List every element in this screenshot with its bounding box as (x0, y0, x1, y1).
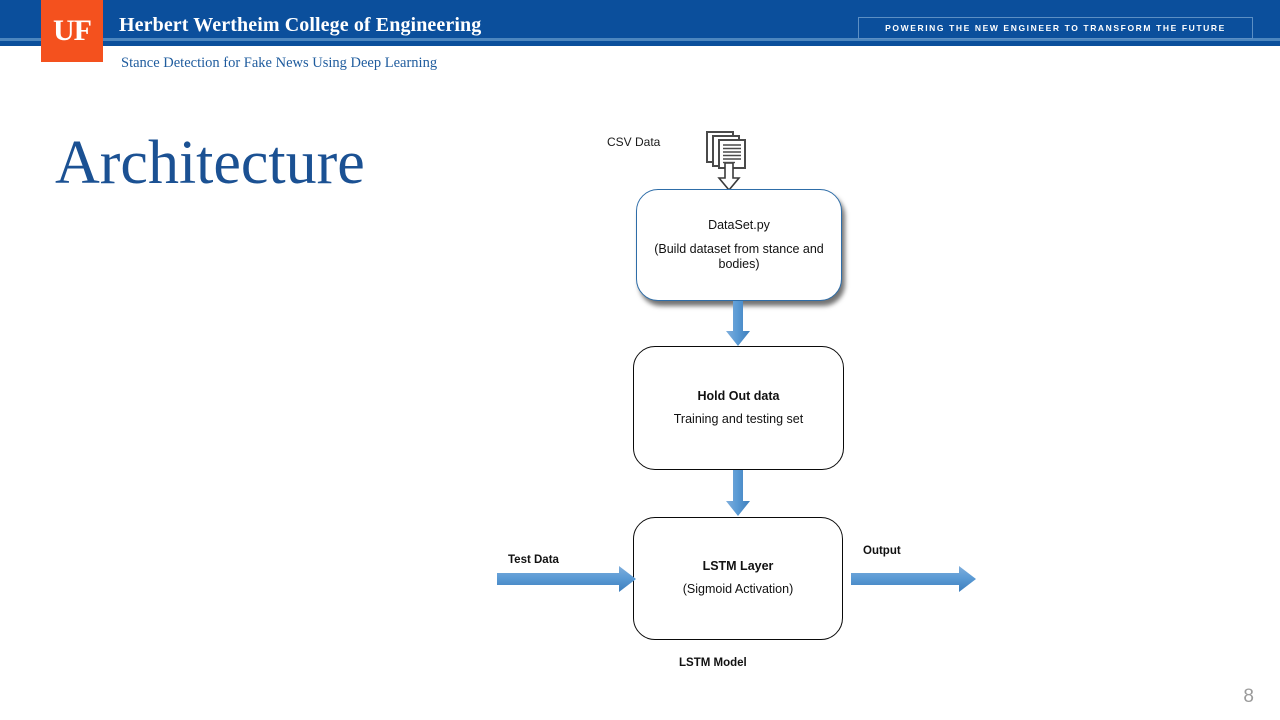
hold-out-data-title: Hold Out data (697, 388, 780, 403)
tagline-text: POWERING THE NEW ENGINEER TO TRANSFORM T… (885, 23, 1226, 33)
arrow-holdout-to-lstm (725, 470, 751, 517)
test-data-label: Test Data (508, 554, 559, 566)
presentation-subtitle: Stance Detection for Fake News Using Dee… (121, 55, 438, 71)
lstm-layer-description: (Sigmoid Activation) (682, 582, 794, 597)
college-title: Herbert Wertheim College of Engineering (119, 14, 482, 36)
dataset-py-title: DataSet.py (708, 217, 770, 232)
uf-logo: UF (41, 0, 103, 62)
arrow-output-out (851, 566, 977, 592)
header-dark-stripe (0, 41, 1280, 46)
dataset-py-box[interactable]: DataSet.py (Build dataset from stance an… (636, 189, 842, 301)
hollow-down-arrow-icon (716, 162, 742, 192)
lstm-layer-title: LSTM Layer (702, 559, 774, 574)
output-label: Output (863, 545, 901, 557)
lstm-model-caption: LSTM Model (679, 657, 747, 669)
arrow-dataset-to-holdout (725, 301, 751, 347)
hold-out-data-box[interactable]: Hold Out data Training and testing set (633, 346, 844, 470)
page-title: Architecture (55, 129, 365, 197)
arrow-test-data-in (497, 566, 637, 592)
uf-logo-text: UF (53, 14, 92, 47)
page-number: 8 (1243, 686, 1254, 707)
dataset-py-description: (Build dataset from stance and bodies) (654, 241, 824, 271)
hold-out-data-description: Training and testing set (673, 411, 804, 426)
csv-data-label: CSV Data (607, 135, 661, 149)
header-light-stripe (0, 38, 1280, 41)
lstm-layer-box[interactable]: LSTM Layer (Sigmoid Activation) (633, 517, 843, 640)
tagline-box: POWERING THE NEW ENGINEER TO TRANSFORM T… (858, 17, 1253, 39)
page-header (0, 0, 1280, 46)
